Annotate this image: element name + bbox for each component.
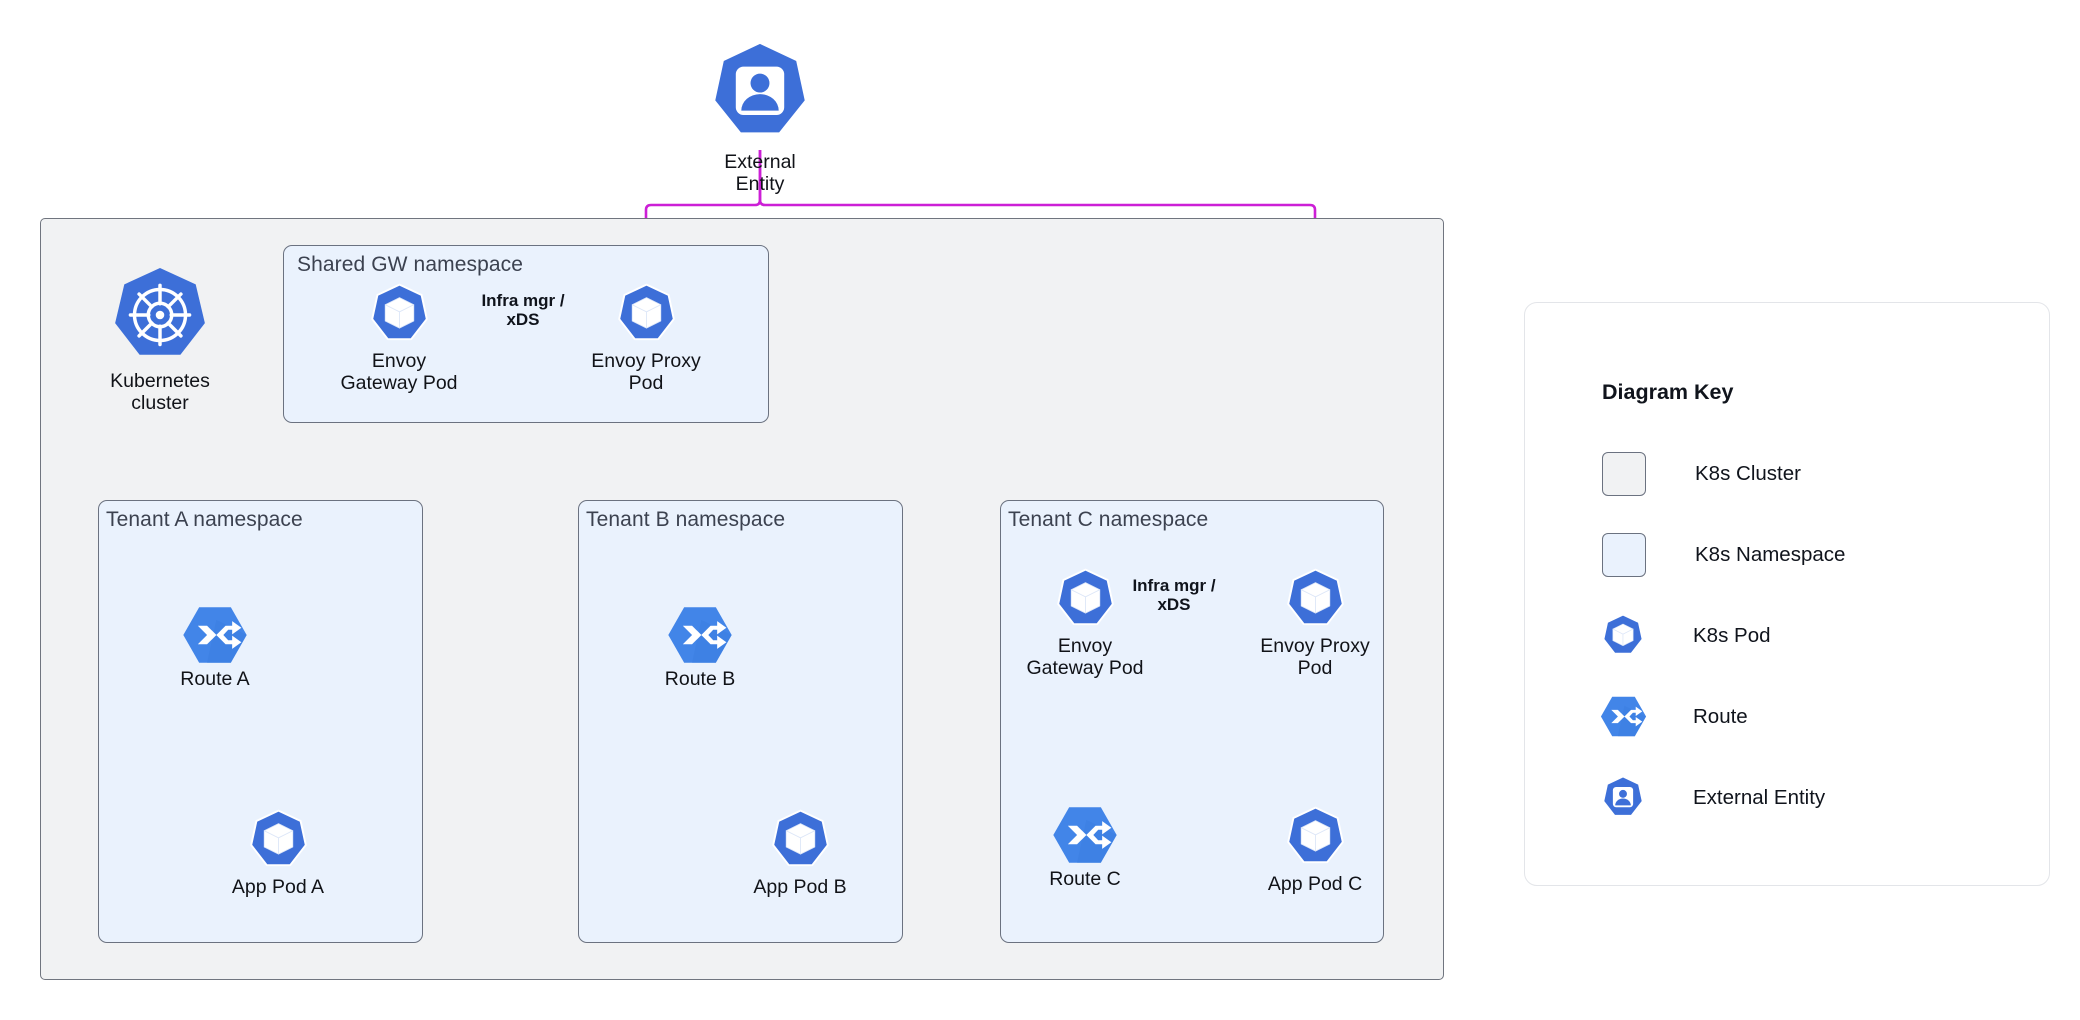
k8s-pod-icon: [1286, 806, 1344, 864]
node-label: Envoy Gateway Pod: [340, 350, 458, 394]
legend-item-external-entity: External Entity: [1600, 775, 1825, 821]
node-label: Route B: [664, 668, 736, 690]
node-route-c[interactable]: Route C: [1025, 805, 1145, 891]
node-label: External Entity: [724, 151, 796, 195]
node-app-pod-c[interactable]: App Pod C: [1255, 805, 1375, 896]
namespace-tenant-b: [578, 500, 903, 943]
k8s-pod-icon: [617, 283, 675, 341]
node-envoy-proxy-pod-c[interactable]: Envoy Proxy Pod: [1255, 567, 1375, 680]
cluster-swatch: [1602, 452, 1646, 496]
namespace-tenant-c-label: Tenant C namespace: [1008, 508, 1209, 531]
route-icon: [183, 607, 247, 663]
namespace-tenant-a: [98, 500, 423, 943]
node-envoy-gateway-pod-shared[interactable]: Envoy Gateway Pod: [339, 282, 459, 395]
legend-item-label: K8s Pod: [1693, 624, 1771, 647]
k8s-pod-icon: [370, 283, 428, 341]
node-route-b[interactable]: Route B: [640, 605, 760, 691]
node-label: Kubernetes cluster: [110, 370, 210, 414]
node-label: Envoy Gateway Pod: [1026, 635, 1144, 679]
namespace-shared-gw: [283, 245, 769, 423]
k8s-pod-icon: [249, 809, 307, 867]
k8s-pod-icon: [1286, 568, 1344, 626]
route-icon: [1600, 696, 1647, 737]
legend-item-label: K8s Namespace: [1695, 543, 1846, 566]
node-label: App Pod B: [753, 876, 847, 898]
namespace-shared-gw-label: Shared GW namespace: [297, 253, 524, 276]
external-entity-icon: [1603, 776, 1643, 817]
diagram-key-title: Diagram Key: [1602, 380, 1734, 404]
edge-label-xds-shared: Infra mgr / xDS: [481, 291, 565, 330]
route-icon: [668, 607, 732, 663]
node-label: Envoy Proxy Pod: [1260, 635, 1370, 679]
node-label: App Pod A: [231, 876, 325, 898]
k8s-pod-icon: [771, 809, 829, 867]
node-kubernetes-cluster: Kubernetes cluster: [80, 265, 240, 415]
legend-item-label: External Entity: [1693, 786, 1826, 809]
legend-item-label: K8s Cluster: [1695, 462, 1801, 485]
external-entity-icon: [712, 41, 808, 136]
kubernetes-wheel-icon: [115, 268, 205, 355]
node-label: Route A: [180, 668, 250, 690]
route-icon: [1053, 807, 1117, 863]
namespace-tenant-a-label: Tenant A namespace: [106, 508, 303, 531]
edge-label-xds-tenant-c: Infra mgr / xDS: [1132, 576, 1216, 615]
node-external-entity[interactable]: External Entity: [700, 38, 820, 196]
node-envoy-gateway-pod-c[interactable]: Envoy Gateway Pod: [1025, 567, 1145, 680]
namespace-tenant-b-label: Tenant B namespace: [586, 508, 786, 531]
legend-item-k8s-cluster: K8s Cluster: [1602, 452, 1801, 496]
node-label: Route C: [1049, 868, 1121, 890]
node-envoy-proxy-pod-shared[interactable]: Envoy Proxy Pod: [586, 282, 706, 395]
k8s-pod-icon: [1056, 568, 1114, 626]
legend-item-k8s-namespace: K8s Namespace: [1602, 533, 1845, 577]
legend-item-route: Route: [1600, 695, 1748, 738]
legend-item-k8s-pod: K8s Pod: [1600, 613, 1771, 659]
node-label: Envoy Proxy Pod: [591, 350, 701, 394]
node-label: App Pod C: [1267, 873, 1363, 895]
namespace-swatch: [1602, 533, 1646, 577]
k8s-pod-icon: [1602, 614, 1644, 655]
node-app-pod-a[interactable]: App Pod A: [218, 808, 338, 899]
legend-item-label: Route: [1693, 704, 1748, 728]
node-route-a[interactable]: Route A: [155, 605, 275, 691]
node-app-pod-b[interactable]: App Pod B: [740, 808, 860, 899]
